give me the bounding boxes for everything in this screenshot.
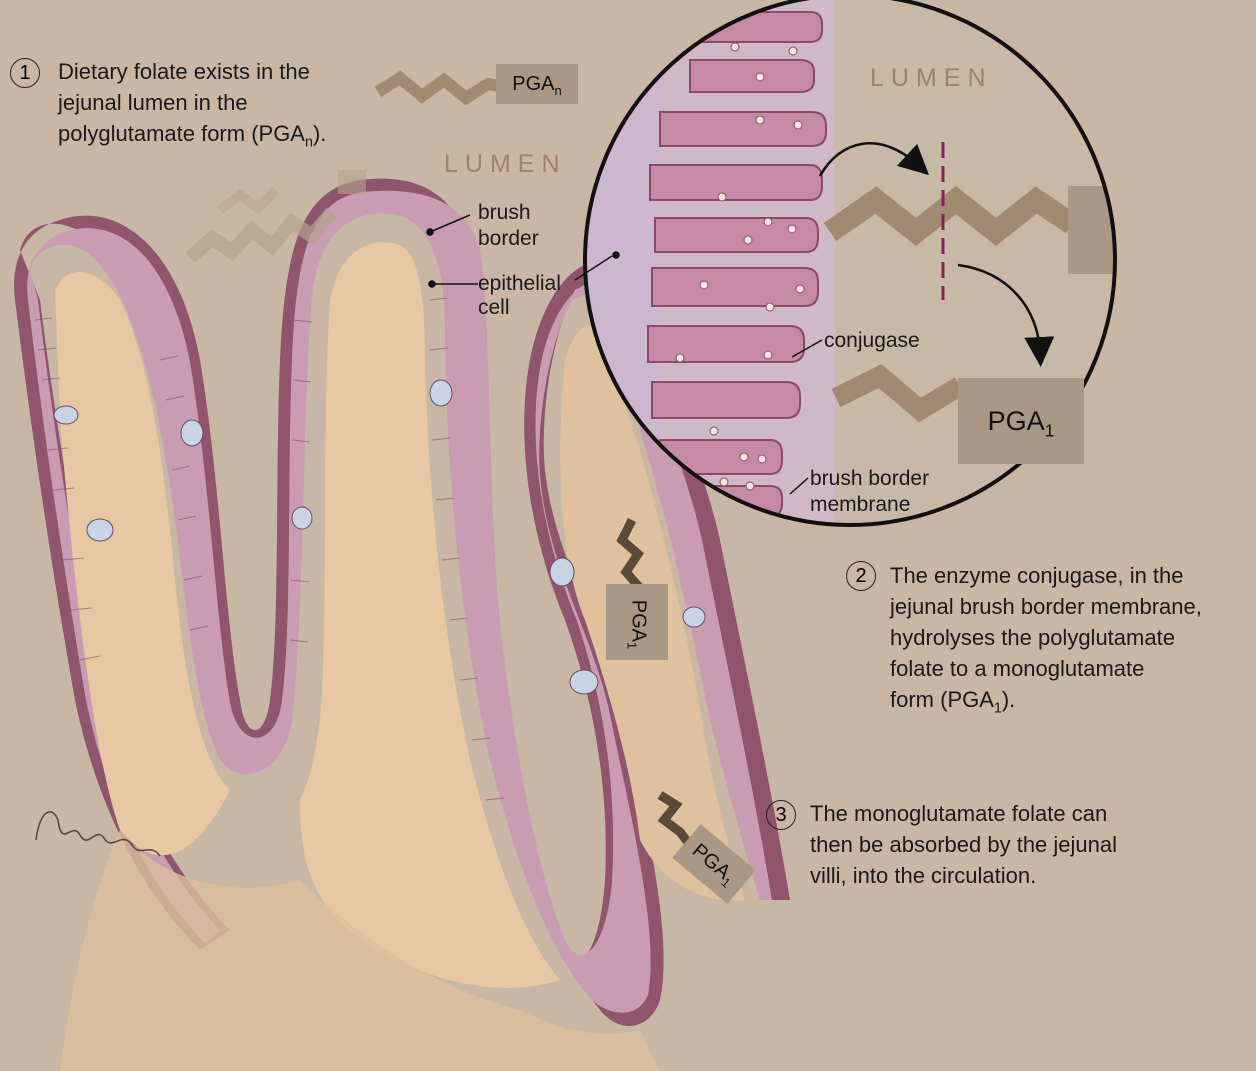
step-1-tail: ).	[313, 121, 326, 146]
goblet-cell	[683, 607, 705, 627]
step-2-line-5: form (PGA1).	[890, 684, 1202, 724]
pga-n-base: PGA	[512, 73, 554, 95]
step-1-line-3-main: polyglutamate form (PGA	[58, 121, 305, 146]
step-2-line-1: The enzyme conjugase, in the	[890, 560, 1202, 591]
pga-1-vertical-tag: PGA1	[606, 584, 668, 660]
epithelial-cell-line-1: epithelial	[478, 272, 561, 296]
conjugase-label: conjugase	[824, 328, 920, 354]
step-3-line-3: villi, into the circulation.	[810, 860, 1117, 891]
step-2-sub: 1	[994, 700, 1002, 716]
goblet-cell	[430, 380, 452, 406]
step-2-line-2: jejunal brush border membrane,	[890, 591, 1202, 622]
step-1-text: Dietary folate exists in the jejunal lum…	[58, 56, 326, 158]
step-1-sub: n	[305, 134, 313, 150]
step-2-tail: ).	[1002, 687, 1015, 712]
goblet-cell	[292, 507, 312, 529]
brush-border-line-1: brush	[478, 200, 539, 226]
pga-n-tag: PGAn	[496, 64, 578, 104]
goblet-cell	[181, 420, 203, 446]
epithelial-cell-label: epithelial cell	[478, 272, 561, 320]
step-1-line-3: polyglutamate form (PGAn).	[58, 118, 326, 158]
lumen-label-main: LUMEN	[444, 150, 567, 179]
bbm-line-1: brush border	[810, 466, 929, 492]
pga-1-inset-sub: 1	[1045, 420, 1055, 440]
brush-border-line-2: border	[478, 226, 539, 252]
goblet-cell	[54, 406, 78, 424]
pga-1-vertical-sub: 1	[625, 642, 640, 649]
step-3-text: The monoglutamate folate can then be abs…	[810, 798, 1117, 891]
step-2-line-5-main: form (PGA	[890, 687, 994, 712]
step-1-number: 1	[10, 58, 40, 88]
pga-1-vertical-base: PGA	[628, 600, 650, 642]
goblet-cell	[570, 670, 598, 694]
lumen-label-inset: LUMEN	[870, 64, 993, 93]
step-3-number: 3	[766, 800, 796, 830]
step-2-line-3: hydrolyses the polyglutamate	[890, 622, 1202, 653]
brush-border-membrane-label: brush border membrane	[810, 466, 929, 518]
step-3-line-1: The monoglutamate folate can	[810, 798, 1117, 829]
step-1-line-2: jejunal lumen in the	[58, 87, 326, 118]
pga-n-sub: n	[555, 83, 562, 98]
pga-1-vertical-label: PGA1	[625, 594, 650, 656]
goblet-cell	[550, 558, 574, 586]
goblet-cell	[87, 519, 113, 541]
epithelial-cell-line-2: cell	[478, 296, 561, 320]
step-1-line-1: Dietary folate exists in the	[58, 56, 326, 87]
step-2-line-4: folate to a monoglutamate	[890, 653, 1202, 684]
pga-1-inset-base: PGA	[988, 406, 1045, 436]
brush-border-label: brush border	[478, 200, 539, 252]
step-3-line-2: then be absorbed by the jejunal	[810, 829, 1117, 860]
step-2-number: 2	[846, 561, 876, 591]
pga-1-inset-tag: PGA1	[958, 378, 1084, 464]
step-2-text: The enzyme conjugase, in the jejunal bru…	[890, 560, 1202, 724]
bbm-line-2: membrane	[810, 492, 929, 518]
